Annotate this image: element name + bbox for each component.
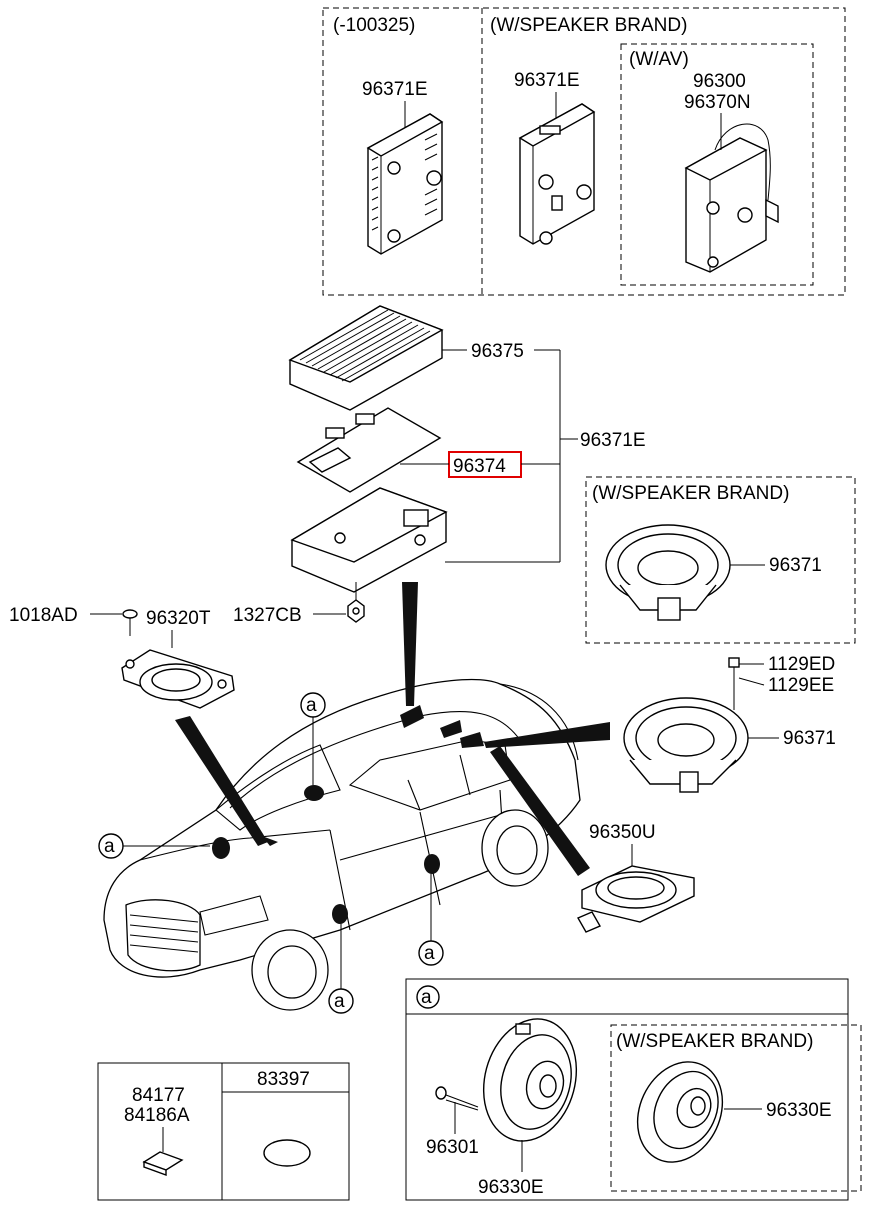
callout-a-front[interactable]: a: [98, 833, 210, 859]
label-woofer-brand: 96371: [769, 555, 822, 576]
av-box-title: (W/AV): [629, 49, 689, 70]
plug-table: 84177 84186A 83397: [97, 1062, 350, 1201]
label-door-speaker-brand: 96330E: [766, 1100, 832, 1121]
car-body: [103, 678, 581, 1011]
amp-assembly-bracket: [445, 349, 578, 563]
callout-markers: a a a a: [98, 692, 444, 1014]
amplifier-old-part[interactable]: [366, 113, 444, 255]
pad-part[interactable]: [263, 1139, 311, 1167]
svg-text:a: a: [334, 991, 345, 1012]
av-unit-part[interactable]: [684, 123, 779, 273]
label-amp-assy: 96371E: [580, 430, 646, 451]
label-screw-detail: 96301: [426, 1137, 479, 1158]
label-rear-speaker: 96350U: [589, 822, 656, 843]
nut-part[interactable]: [347, 582, 365, 623]
callout-a-rear-door[interactable]: a: [418, 874, 444, 966]
woofer-brand-part[interactable]: [605, 524, 731, 621]
pointer-arrows: [175, 582, 610, 876]
label-amp-cover: 96375: [471, 341, 524, 362]
label-bolt-2: 1129EE: [768, 675, 834, 696]
label-amp-old: 96371E: [362, 79, 428, 100]
label-door-speaker: 96330E: [478, 1177, 544, 1198]
speaker-brand-box-title: (W/SPEAKER BRAND): [592, 483, 789, 504]
label-woofer: 96371: [783, 728, 836, 749]
top-left-box-title: (-100325): [333, 15, 415, 36]
svg-text:a: a: [424, 943, 435, 964]
amp-pcb-part[interactable]: [296, 407, 442, 493]
bolt-part[interactable]: [728, 657, 740, 710]
callout-a-roof[interactable]: a: [300, 692, 326, 785]
label-plug-1: 84177: [132, 1085, 185, 1106]
detail-brand-title: (W/SPEAKER BRAND): [616, 1031, 813, 1052]
detail-a-title: a: [421, 987, 432, 1008]
svg-text:a: a: [306, 695, 317, 716]
screw-detail-part[interactable]: [435, 1086, 479, 1111]
screw-left-part[interactable]: [122, 609, 138, 636]
callout-a-front-door[interactable]: a: [328, 924, 354, 1014]
woofer-part[interactable]: [623, 697, 749, 793]
detail-a-box: a (W/SPEAKER BRAND): [405, 978, 862, 1201]
top-option-box: (-100325) (W/SPEAKER BRAND) (W/AV): [322, 7, 846, 296]
label-amp-brand: 96371E: [514, 70, 580, 91]
label-plug-2: 84186A: [124, 1105, 190, 1126]
svg-text:a: a: [104, 836, 115, 857]
label-bolt-1: 1129ED: [768, 654, 835, 675]
label-av-unit-1: 96300: [693, 71, 746, 92]
door-speaker-brand-part[interactable]: [622, 1048, 738, 1176]
label-tweeter: 96320T: [146, 608, 211, 629]
top-right-box-title: (W/SPEAKER BRAND): [490, 15, 687, 36]
rear-speaker-part[interactable]: [577, 865, 695, 933]
amp-base-part[interactable]: [290, 487, 448, 593]
plug-part[interactable]: [142, 1127, 184, 1176]
label-nut: 1327CB: [233, 605, 302, 626]
amp-cover-part[interactable]: [288, 305, 444, 411]
tweeter-part[interactable]: [121, 649, 235, 709]
label-pad: 83397: [257, 1069, 310, 1090]
amplifier-brand-part[interactable]: [518, 103, 596, 245]
label-amp-pcb: 96374: [453, 456, 506, 477]
speaker-brand-box: (W/SPEAKER BRAND): [585, 476, 856, 644]
door-speaker-part[interactable]: [470, 1008, 589, 1151]
label-screw-left: 1018AD: [9, 605, 78, 626]
label-av-unit-2: 96370N: [684, 92, 751, 113]
